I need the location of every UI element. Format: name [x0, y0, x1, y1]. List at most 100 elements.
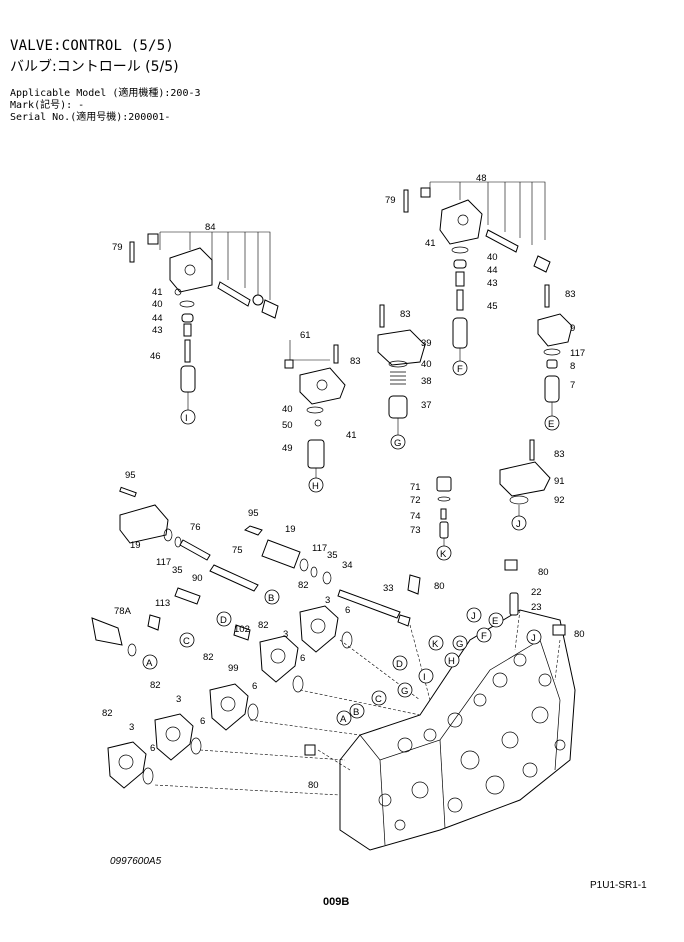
callout-label: G [394, 438, 401, 449]
part-label: 40 [152, 299, 163, 310]
part-label: 40 [421, 359, 432, 370]
callout-label: J [516, 519, 521, 530]
part-label: 50 [282, 420, 293, 431]
part-labels-61: 61 83 40 50 41 49 [282, 330, 361, 454]
part-label: 19 [285, 524, 296, 535]
part-label: 82 [258, 620, 269, 631]
page-title-japanese: バルブ:コントロール (5/5) [10, 59, 179, 75]
assembly-9 [537, 284, 573, 416]
part-label: 3 [283, 629, 288, 640]
part-label: 49 [282, 443, 293, 454]
part-label: 22 [531, 587, 542, 598]
applicable-model: Applicable Model (適用機種):200-3 [10, 88, 201, 99]
callout-label: I [423, 672, 426, 683]
part-label: 76 [190, 522, 201, 533]
part-label: 71 [410, 482, 421, 493]
part-label: 82 [150, 680, 161, 691]
callout-label: G [401, 686, 408, 697]
part-label: 95 [248, 508, 259, 519]
lower-parts [91, 486, 566, 789]
part-label: 83 [554, 449, 565, 460]
assembly-39 [377, 304, 426, 435]
part-label: 72 [410, 495, 421, 506]
part-label: 37 [421, 400, 432, 411]
part-label: 19 [130, 540, 141, 551]
part-label: 41 [425, 238, 436, 249]
mark-field: Mark(記号): - [10, 100, 85, 111]
part-label: 23 [531, 602, 542, 613]
callout-label: H [312, 481, 319, 492]
part-label: 80 [308, 780, 319, 791]
part-label: 82 [298, 580, 309, 591]
assembly-71 [436, 476, 452, 546]
part-label: 6 [252, 681, 257, 692]
assembly-91 [499, 439, 551, 516]
callout-label: D [396, 659, 403, 670]
part-label: 99 [228, 663, 239, 674]
part-label: 44 [487, 265, 498, 276]
callout-label: A [146, 658, 153, 669]
part-label: 6 [345, 605, 350, 616]
part-label: 90 [192, 573, 203, 584]
page-title: VALVE:CONTROL (5/5) [10, 38, 174, 54]
part-labels-39: 83 39 40 38 37 [400, 309, 432, 411]
part-label: 33 [383, 583, 394, 594]
part-label: 39 [421, 338, 432, 349]
part-label: 40 [487, 252, 498, 263]
assembly-48 [403, 181, 551, 362]
part-labels-91: 83 91 92 [554, 449, 565, 506]
part-label: 9 [570, 323, 575, 334]
part-label: 95 [125, 470, 136, 481]
part-label: 83 [565, 289, 576, 300]
part-label: 41 [152, 287, 163, 298]
part-label: 80 [434, 581, 445, 592]
part-label: 83 [350, 356, 361, 367]
part-label: 75 [232, 545, 243, 556]
serial-number: Serial No.(適用号機):200001- [10, 112, 171, 123]
part-labels-71: 71 72 74 73 [410, 482, 421, 536]
callout-label: G [456, 639, 463, 650]
part-label: 8 [570, 361, 575, 372]
part-label: 117 [312, 543, 327, 554]
part-label: 79 [112, 242, 123, 253]
part-label: 3 [129, 722, 134, 733]
part-label: 117 [570, 348, 585, 359]
part-label: 80 [538, 567, 549, 578]
part-label: 6 [200, 716, 205, 727]
part-label: 82 [102, 708, 113, 719]
part-label: 43 [487, 278, 498, 289]
part-label: 3 [176, 694, 181, 705]
part-label: 61 [300, 330, 311, 341]
part-labels-lower: 95 19 117 35 76 95 19 117 35 34 75 90 11… [102, 470, 585, 791]
part-label: 92 [554, 495, 565, 506]
valve-body [339, 609, 576, 851]
part-label: 117 [156, 557, 171, 568]
part-label: 73 [410, 525, 421, 536]
part-label: 82 [203, 652, 214, 663]
callout-label: B [268, 593, 274, 604]
part-label: 6 [300, 653, 305, 664]
part-label: 48 [476, 173, 487, 184]
part-labels-9: 83 9 117 8 7 [565, 289, 585, 391]
part-label: 34 [342, 560, 353, 571]
callout-label: B [353, 707, 359, 718]
callout-label: K [432, 639, 439, 650]
callout-label: C [375, 694, 382, 705]
assembly-61 [284, 340, 346, 478]
part-label: 45 [487, 301, 498, 312]
dashed-leader-lines [154, 609, 561, 796]
part-labels-84: 84 79 41 40 44 43 46 [112, 222, 216, 362]
part-label: 102 [234, 624, 250, 635]
callout-label: A [340, 714, 347, 725]
page-reference: P1U1-SR1-1 [590, 880, 647, 891]
part-label: 74 [410, 511, 421, 522]
part-label: 79 [385, 195, 396, 206]
callout-label: K [440, 549, 447, 560]
part-label: 80 [574, 629, 585, 640]
callout-markers: I H G F E J K B D C A D K J F G H I E J … [142, 360, 560, 726]
part-label: 91 [554, 476, 565, 487]
part-label: 7 [570, 380, 575, 391]
assembly-84 [129, 231, 279, 410]
